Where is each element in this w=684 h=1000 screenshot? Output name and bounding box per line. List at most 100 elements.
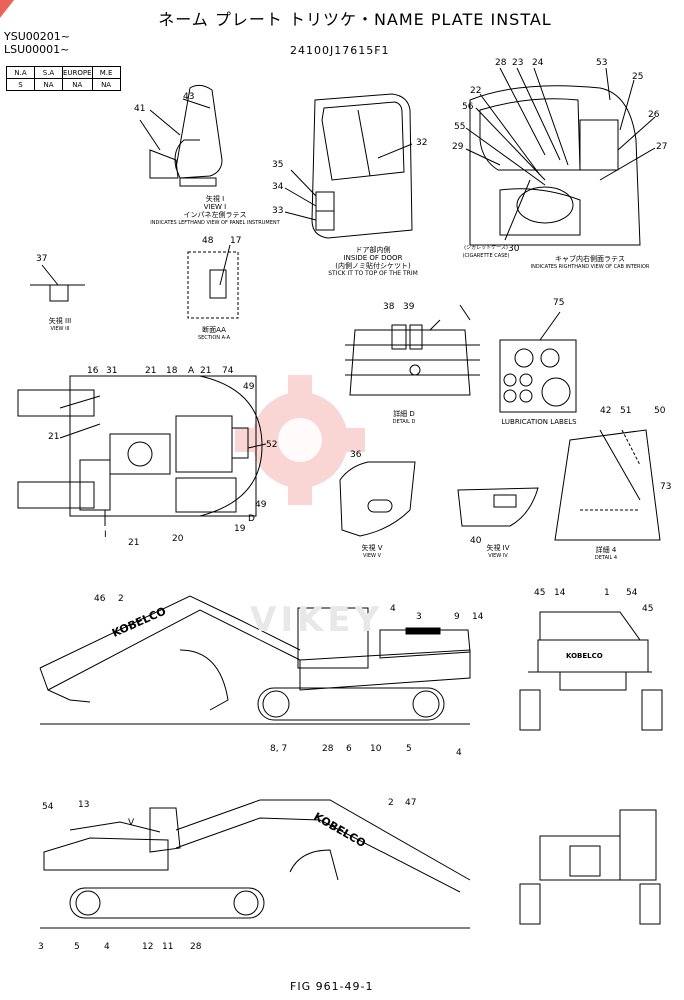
caption-view-v: 矢視 V VIEW V xyxy=(361,544,383,559)
label-30: 30 xyxy=(508,244,520,254)
caption-detail-d: 詳細 D DETAIL D xyxy=(392,410,416,425)
label-11: 11 xyxy=(162,942,174,952)
label-48: 48 xyxy=(202,236,214,246)
label-6: 6 xyxy=(346,744,352,754)
label-33: 33 xyxy=(272,206,284,216)
rear-logo: KOBELCO xyxy=(566,652,603,660)
detail-d-drawing xyxy=(345,305,480,395)
label-27: 27 xyxy=(656,142,668,152)
label-49a: 49 xyxy=(243,382,255,392)
label-29: 29 xyxy=(452,142,464,152)
label-2a: 2 xyxy=(118,594,124,604)
label-32: 32 xyxy=(416,138,428,148)
excavator-front-drawing xyxy=(520,810,660,924)
label-5a: 5 xyxy=(406,744,412,754)
label-21c: 21 xyxy=(48,432,60,442)
label-I: I xyxy=(104,530,107,540)
view-iv-drawing xyxy=(458,488,538,526)
caption-view-iii: 矢視 III VIEW III xyxy=(48,317,72,332)
caption-detail-4: 詳細 4 DETAIL 4 xyxy=(594,546,618,561)
label-73: 73 xyxy=(660,482,672,492)
label-1: 1 xyxy=(604,588,610,598)
label-10: 10 xyxy=(370,744,382,754)
caption-view-i: 矢視 I VIEW I インパネ左側ラテス INDICATES LEFTHAND… xyxy=(150,195,280,226)
detail-4-drawing xyxy=(555,430,660,540)
label-3b: 3 xyxy=(38,942,44,952)
label-39: 39 xyxy=(403,302,415,312)
label-46: 46 xyxy=(94,594,106,604)
label-56: 56 xyxy=(462,102,474,112)
serial-range-2: LSU00001~ xyxy=(4,43,70,56)
label-31: 31 xyxy=(106,366,118,376)
label-9: 9 xyxy=(454,612,460,622)
spec-value-europe: NA xyxy=(62,78,93,91)
excavator-side-right-drawing xyxy=(40,800,470,928)
label-52: 52 xyxy=(266,440,278,450)
label-22: 22 xyxy=(470,86,482,96)
label-5b: 5 xyxy=(74,942,80,952)
label-16: 16 xyxy=(87,366,99,376)
label-53a: 53 xyxy=(596,58,608,68)
label-21b: 21 xyxy=(200,366,212,376)
caption-view-iv: 矢視 IV VIEW IV xyxy=(486,544,510,559)
caption-lubrication: LUBRICATION LABELS xyxy=(501,418,577,426)
label-28b: 28 xyxy=(322,744,334,754)
label-54b: 54 xyxy=(42,802,54,812)
label-45b: 45 xyxy=(642,604,654,614)
label-51: 51 xyxy=(620,406,632,416)
section-aa-drawing xyxy=(188,245,238,318)
label-8-7: 8, 7 xyxy=(270,744,288,754)
spec-table-value-row: S NA NA NA xyxy=(6,78,121,91)
spec-header-sa: S.A xyxy=(34,66,63,79)
label-28a: 28 xyxy=(495,58,507,68)
label-28c: 28 xyxy=(190,942,202,952)
label-41: 41 xyxy=(134,104,146,114)
label-23: 23 xyxy=(512,58,524,68)
excavator-rear-drawing xyxy=(520,612,662,730)
label-A: A xyxy=(188,366,195,376)
label-50: 50 xyxy=(654,406,666,416)
label-47: 47 xyxy=(405,798,417,808)
view-v-drawing xyxy=(340,462,415,536)
label-12: 12 xyxy=(142,942,154,952)
door-drawing xyxy=(285,94,412,238)
part-number: 24100J17615F1 xyxy=(290,44,390,57)
label-42: 42 xyxy=(600,406,612,416)
spec-value-na: S xyxy=(6,78,35,91)
label-43: 43 xyxy=(183,92,195,102)
label-25: 25 xyxy=(632,72,644,82)
label-13: 13 xyxy=(78,800,90,810)
label-45a: 45 xyxy=(534,588,546,598)
label-36: 36 xyxy=(350,450,362,460)
label-4b: 4 xyxy=(456,748,462,758)
label-34: 34 xyxy=(272,182,284,192)
label-19: 19 xyxy=(234,524,246,534)
label-17: 17 xyxy=(230,236,242,246)
label-4a: 4 xyxy=(390,604,396,614)
upper-plan-drawing xyxy=(18,376,266,526)
caption-door: ドア部内側 INSIDE OF DOOR (内側ノミ貼付シケツト) STICK … xyxy=(328,246,418,277)
label-40: 40 xyxy=(470,536,482,546)
label-55: 55 xyxy=(454,122,466,132)
lubrication-labels-drawing xyxy=(500,312,576,412)
label-35: 35 xyxy=(272,160,284,170)
spec-header-na: N.A xyxy=(6,66,35,79)
label-2b: 2 xyxy=(388,798,394,808)
serial-range-1: YSU00201~ xyxy=(4,30,70,43)
spec-value-sa: NA xyxy=(34,78,63,91)
watermark-text: VIKEY xyxy=(250,600,384,640)
label-24: 24 xyxy=(532,58,544,68)
caption-section-aa: 断面AA SECTION A-A xyxy=(197,326,231,341)
label-14b: 14 xyxy=(554,588,566,598)
label-21d: 21 xyxy=(128,538,140,548)
label-18: 18 xyxy=(166,366,178,376)
label-3a: 3 xyxy=(416,612,422,622)
label-V: V xyxy=(128,818,135,828)
label-4c: 4 xyxy=(104,942,110,952)
caption-cigarette-case: (シガレットケース) (CIGARETTE CASE) xyxy=(462,245,510,259)
spec-table-header-row: N.A S.A EUROPE M.E xyxy=(6,66,121,79)
label-14a: 14 xyxy=(472,612,484,622)
view-iii-drawing xyxy=(30,265,85,301)
seat-drawing xyxy=(140,85,222,186)
